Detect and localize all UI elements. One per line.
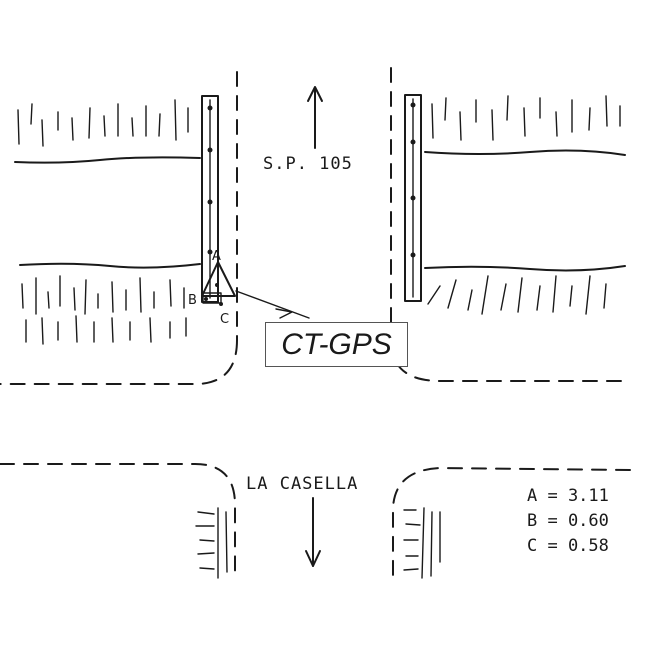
value-b: B = 0.60	[527, 511, 609, 531]
east-corner-edge	[390, 339, 631, 382]
field-boundaries	[14, 149, 626, 272]
east-post	[404, 94, 422, 302]
southeast-edge	[392, 467, 631, 581]
point-label-c: C	[220, 312, 229, 327]
value-a: A = 3.11	[527, 486, 609, 506]
gps-marker: A B C	[188, 249, 236, 327]
west-corner-edge	[0, 339, 238, 385]
road-label-north: S.P. 105	[263, 154, 353, 174]
road-label-south: LA CASELLA	[246, 474, 358, 494]
hatch-strokes	[17, 95, 621, 579]
point-label-b: B	[188, 293, 197, 308]
ctgps-label: CT-GPS	[281, 327, 392, 361]
field-line-nw-1	[14, 156, 201, 164]
marker-triangle	[201, 261, 236, 297]
point-label-a: A	[212, 249, 221, 264]
west-post	[201, 95, 219, 303]
southwest-edge	[0, 463, 236, 581]
value-c: C = 0.58	[527, 536, 609, 556]
marker-base	[202, 292, 222, 304]
delineator-posts	[201, 94, 422, 303]
field-line-ne-1	[424, 149, 626, 156]
field-line-ne-2	[424, 265, 626, 272]
pointer-arrow	[235, 290, 310, 319]
ctgps-label-box: CT-GPS	[265, 322, 408, 367]
distance-values: A = 3.11 B = 0.60 C = 0.58	[527, 484, 609, 559]
vegetation-hatching	[17, 95, 621, 579]
field-line-nw-2	[19, 262, 201, 269]
direction-arrows	[305, 86, 323, 567]
